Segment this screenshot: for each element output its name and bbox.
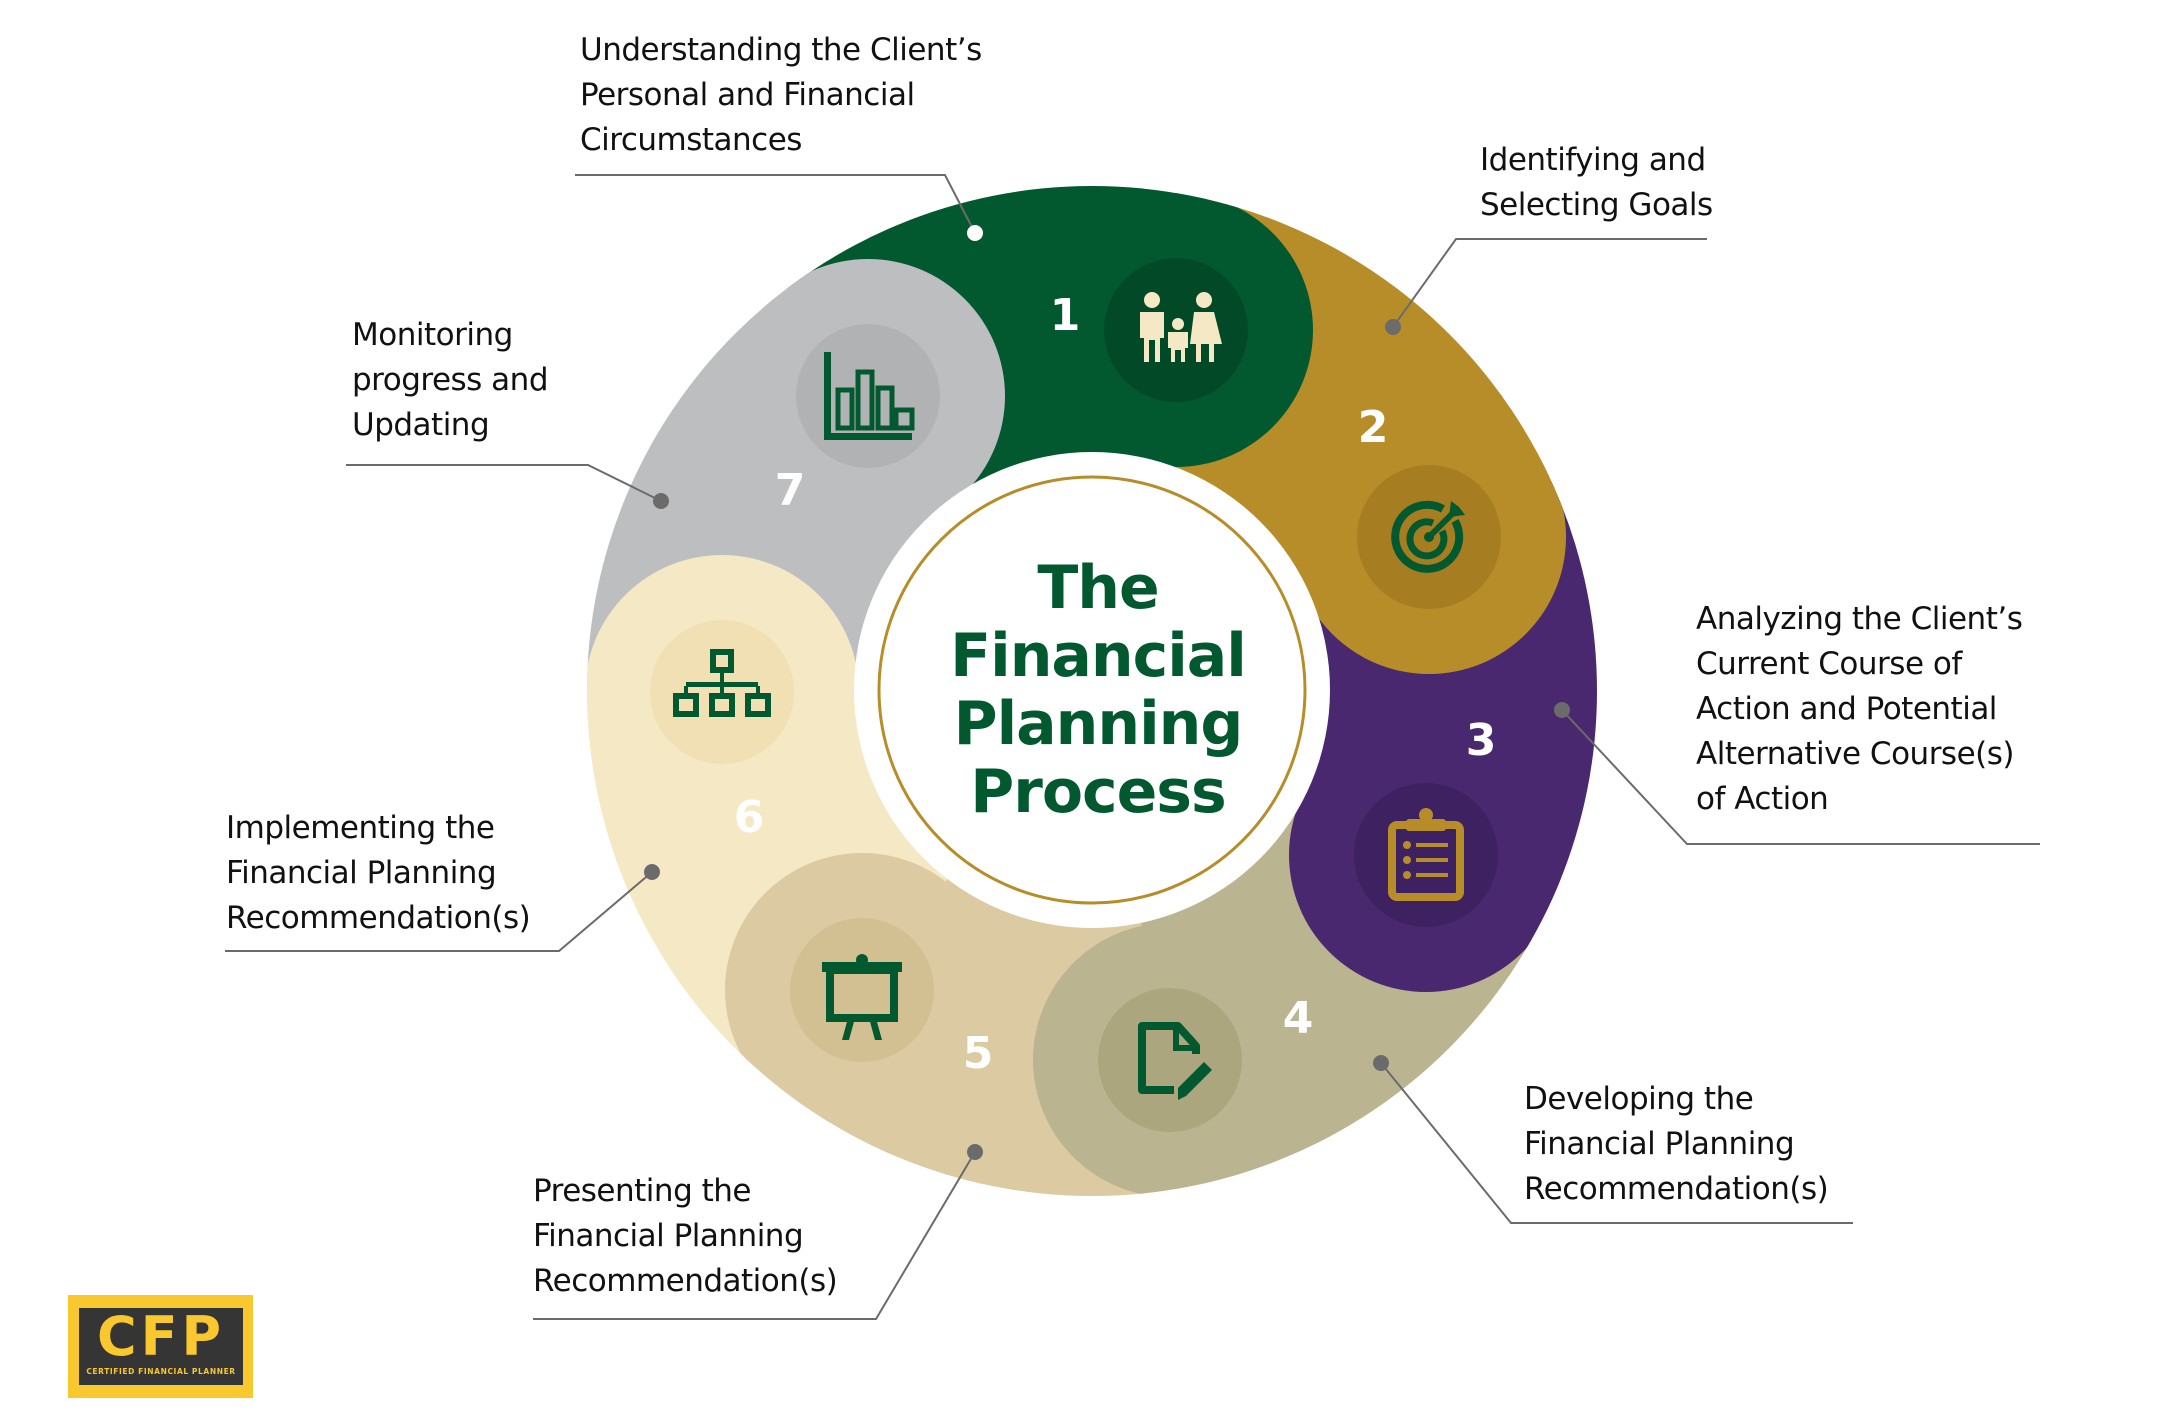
step-5-leader-line	[533, 1151, 976, 1320]
center-white-disc	[854, 452, 1330, 928]
step-5-number: 5	[963, 1028, 994, 1079]
step-4-label-line: Recommendation(s)	[1524, 1171, 1829, 1207]
step-1-leader-dot	[967, 225, 983, 241]
step-4-label-line: Developing the	[1524, 1081, 1754, 1117]
step-5-leader-dot	[967, 1144, 983, 1160]
cfp-logo: CFP CERTIFIED FINANCIAL PLANNER	[68, 1295, 253, 1398]
step-6-label-line: Recommendation(s)	[226, 900, 531, 936]
step-4-number: 4	[1283, 993, 1314, 1044]
step-7-number: 7	[775, 465, 806, 516]
presentation-board-icon	[822, 954, 902, 1040]
step-7-label-line: Updating	[352, 407, 490, 443]
step-5-icon-badge	[790, 918, 934, 1062]
step-6-leader-dot	[644, 864, 660, 880]
step-6-label-line: Financial Planning	[226, 855, 497, 891]
org-chart-icon	[673, 649, 771, 717]
step-3-icon-badge	[1354, 783, 1498, 927]
step-4-icon-background	[1098, 988, 1242, 1132]
step-7-leader-dot	[653, 493, 669, 509]
step-2-icon-badge	[1357, 465, 1501, 609]
bar-chart-icon	[824, 352, 915, 440]
step-4-leader-line	[1380, 1062, 1853, 1224]
step-3-leader-dot	[1554, 702, 1570, 718]
center-gold-ring	[877, 475, 1307, 905]
step-3-label-line: Alternative Course(s)	[1696, 736, 2015, 772]
step-3-icon-background	[1354, 783, 1498, 927]
step-3-label-line: Analyzing the Client’s	[1696, 601, 2023, 637]
title-line-3: Planning	[954, 689, 1243, 759]
step-icons	[650, 258, 1501, 1132]
step-5-label: Presenting the Financial Planning Recomm…	[533, 1169, 838, 1304]
step-3-label-line: of Action	[1696, 781, 1829, 817]
step-3-label-line: Current Course of	[1696, 646, 1962, 682]
title-line-2: Financial	[950, 621, 1246, 691]
cfp-logo-subtitle: CERTIFIED FINANCIAL PLANNER	[86, 1367, 236, 1376]
clipboard-list-icon	[1388, 808, 1464, 901]
step-7-label-line: progress and	[352, 362, 549, 398]
step-numbers: 1 2 3 4 5 6 7	[734, 290, 1497, 1079]
cfp-logo-mark: CFP	[96, 1305, 226, 1368]
step-2-label-line: Identifying and	[1480, 142, 1706, 178]
step-2-leader-dot	[1385, 319, 1401, 335]
center-title: The Financial Planning Process	[950, 553, 1247, 827]
step-3-leader-line	[1561, 709, 2040, 845]
step-7-icon-badge	[796, 324, 940, 468]
target-icon	[1391, 500, 1465, 573]
step-1-label-line: Personal and Financial	[580, 77, 915, 113]
step-5-icon-background	[790, 918, 934, 1062]
step-7-label-line: Monitoring	[352, 317, 513, 353]
step-4-label: Developing the Financial Planning Recomm…	[1524, 1077, 1829, 1212]
family-icon	[1140, 292, 1222, 362]
step-7-label: Monitoring progress and Updating	[352, 313, 549, 448]
step-2-label: Identifying and Selecting Goals	[1480, 138, 1713, 228]
step-1-leader-line	[575, 174, 976, 234]
step-2-number: 2	[1358, 402, 1389, 453]
step-1-number: 1	[1050, 290, 1081, 341]
step-1-icon-badge	[1104, 258, 1248, 402]
step-6-leader-line	[225, 871, 653, 952]
step-6-number: 6	[734, 792, 765, 843]
step-1-label-line: Understanding the Client’s	[580, 32, 982, 68]
step-1-label: Understanding the Client’s Personal and …	[580, 28, 982, 163]
step-3-label-line: Action and Potential	[1696, 691, 1997, 727]
step-1-icon-background	[1104, 258, 1248, 402]
step-2-leader-line	[1392, 238, 1707, 328]
step-4-leader-dot	[1373, 1055, 1389, 1071]
step-3-label: Analyzing the Client’s Current Course of…	[1696, 597, 2023, 822]
step-4-label-line: Financial Planning	[1524, 1126, 1795, 1162]
step-5-label-line: Financial Planning	[533, 1218, 804, 1254]
document-edit-icon	[1138, 1022, 1212, 1100]
step-6-label: Implementing the Financial Planning Reco…	[226, 806, 531, 941]
step-4-icon-badge	[1098, 988, 1242, 1132]
step-5-label-line: Recommendation(s)	[533, 1263, 838, 1299]
step-5-label-line: Presenting the	[533, 1173, 751, 1209]
step-7-icon-background	[796, 324, 940, 468]
step-1-label-line: Circumstances	[580, 122, 802, 158]
leader-lines	[225, 174, 2040, 1320]
step-6-label-line: Implementing the	[226, 810, 495, 846]
step-3-number: 3	[1466, 715, 1497, 766]
title-line-4: Process	[970, 757, 1225, 827]
step-6-icon-badge	[650, 620, 794, 764]
step-2-label-line: Selecting Goals	[1480, 187, 1713, 223]
title-line-1: The	[1037, 553, 1158, 623]
step-7-leader-line	[346, 464, 662, 502]
cfp-logo-panel: CFP CERTIFIED FINANCIAL PLANNER	[79, 1308, 243, 1385]
